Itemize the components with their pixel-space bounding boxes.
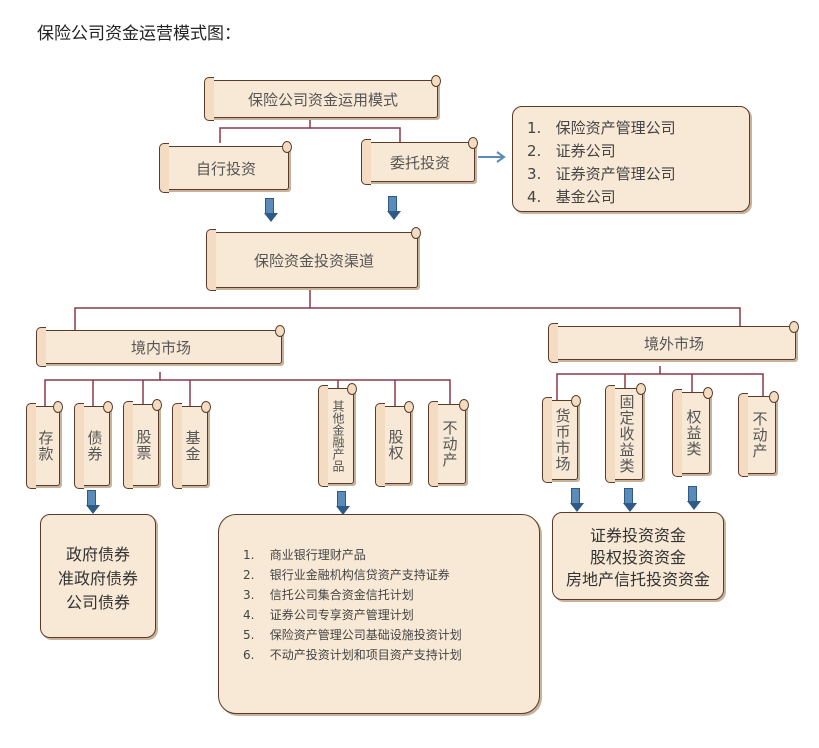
channel-label: 保险资金投资渠道 <box>253 251 374 270</box>
other-finance-list-item: 3. 信托公司集合资金信托计划 <box>243 588 414 602</box>
entrust-arrow <box>478 151 506 163</box>
down-arrow-icon <box>570 488 584 512</box>
other-finance-label: 其他金融产品 <box>331 400 345 472</box>
entrust-invest-label: 委托投资 <box>389 153 450 172</box>
fund-label: 基金 <box>183 430 202 462</box>
other-finance-list-item: 6. 不动产投资计划和项目资产支持计划 <box>243 648 462 662</box>
entrust-list-item: 2. 证券公司 <box>527 142 616 160</box>
fund-box: 基金 <box>172 401 211 489</box>
channel-box: 保险资金投资渠道 <box>206 227 421 291</box>
overseas-equity-label: 权益类 <box>684 409 703 457</box>
down-arrow-icon <box>336 491 350 515</box>
down-arrow-icon <box>623 488 637 512</box>
overseas-list-item: 证券投资资金 <box>589 526 686 545</box>
domestic-market-label: 境内市场 <box>130 338 191 357</box>
realestate-label: 不动产 <box>440 420 459 468</box>
equity-box: 股权 <box>375 401 414 487</box>
self-invest-label: 自行投资 <box>195 159 256 178</box>
entrust-list: 1. 保险资产管理公司 2. 证券公司 3. 证券资产管理公司 4. 基金公司 <box>527 117 676 209</box>
other-finance-list-item: 2. 银行业金融机构信贷资产支持证券 <box>243 568 450 582</box>
entrust-list-box: 1. 保险资产管理公司 2. 证券公司 3. 证券资产管理公司 4. 基金公司 <box>512 106 750 212</box>
equity-label: 股权 <box>386 429 405 461</box>
bond-list-item: 公司债券 <box>65 593 130 612</box>
overseas-market-box: 境外市场 <box>548 321 799 363</box>
overseas-list-item: 房地产信托投资资金 <box>565 570 710 589</box>
down-arrow-icon <box>687 486 701 510</box>
down-arrow-icon <box>387 196 401 220</box>
bond-list-item: 政府债券 <box>65 545 130 564</box>
other-finance-list-item: 4. 证券公司专享资产管理计划 <box>243 608 414 622</box>
bond-list-box: 政府债券 准政府债券 公司债券 <box>40 514 156 638</box>
page-title: 保险公司资金运营模式图： <box>37 24 241 44</box>
other-finance-list-box: 1. 商业银行理财产品 2. 银行业金融机构信贷资产支持证券 3. 信托公司集合… <box>218 514 540 714</box>
fixed-income-label: 固定收益类 <box>617 394 636 474</box>
other-finance-box: 其他金融产品 <box>318 383 357 487</box>
other-finance-list-item: 1. 商业银行理财产品 <box>243 548 366 562</box>
entrust-list-item: 4. 基金公司 <box>527 188 616 206</box>
overseas-equity-box: 权益类 <box>672 387 713 477</box>
domestic-market-box: 境内市场 <box>36 325 285 367</box>
bond-list-item: 准政府债券 <box>57 569 138 588</box>
bond-list: 政府债券 准政府债券 公司债券 <box>41 543 155 615</box>
other-finance-list-item: 5. 保险资产管理公司基础设施投资计划 <box>243 628 462 642</box>
top-label: 保险公司资金运用模式 <box>247 90 398 109</box>
overseas-realestate-label: 不动产 <box>750 411 769 459</box>
down-arrow-icon <box>86 490 100 514</box>
currency-market-label: 货币市场 <box>553 408 572 472</box>
bond-box: 债券 <box>74 401 113 489</box>
overseas-market-label: 境外市场 <box>643 334 704 353</box>
currency-market-box: 货币市场 <box>542 395 581 483</box>
realestate-box: 不动产 <box>428 399 469 487</box>
self-invest-box: 自行投资 <box>159 141 292 193</box>
top-box: 保险公司资金运用模式 <box>204 75 441 121</box>
deposit-label: 存款 <box>36 430 55 462</box>
fixed-income-box: 固定收益类 <box>605 383 646 483</box>
entrust-list-item: 1. 保险资产管理公司 <box>527 119 676 137</box>
overseas-list: 证券投资资金 股权投资资金 房地产信托投资资金 <box>553 525 723 591</box>
stock-box: 股票 <box>123 399 162 489</box>
overseas-realestate-box: 不动产 <box>738 391 779 477</box>
bond-label: 债券 <box>85 430 104 462</box>
overseas-list-box: 证券投资资金 股权投资资金 房地产信托投资资金 <box>552 512 724 600</box>
overseas-list-item: 股权投资资金 <box>589 548 686 567</box>
entrust-invest-box: 委托投资 <box>361 137 478 185</box>
entrust-list-item: 3. 证券资产管理公司 <box>527 165 676 183</box>
deposit-box: 存款 <box>26 401 63 489</box>
down-arrow-icon <box>264 198 278 222</box>
other-finance-list: 1. 商业银行理财产品 2. 银行业金融机构信贷资产支持证券 3. 信托公司集合… <box>243 545 462 665</box>
stock-label: 股票 <box>134 429 153 461</box>
